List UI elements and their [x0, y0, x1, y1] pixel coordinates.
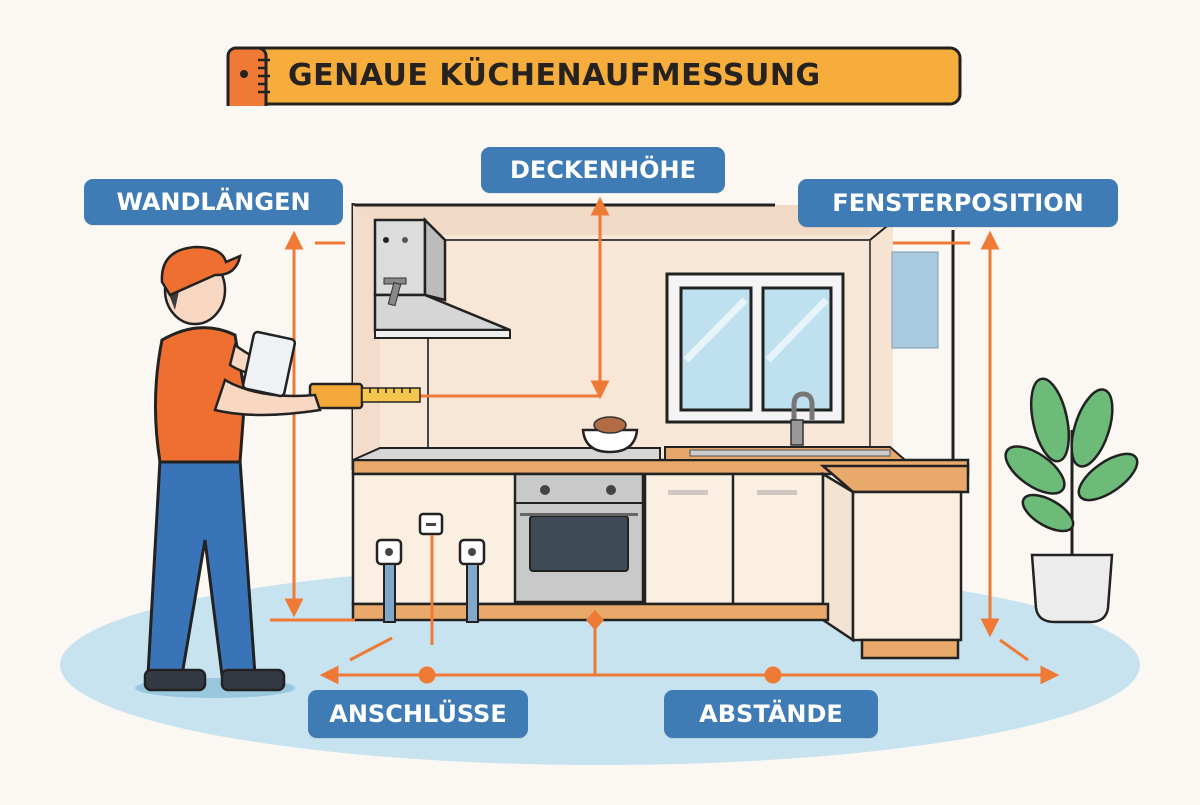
page-title: GENAUE KÜCHENAUFMESSUNG	[288, 58, 821, 93]
label-distances: ABSTÄNDE	[664, 690, 878, 738]
utility-connections	[375, 512, 486, 623]
label-window-position: FENSTERPOSITION	[798, 179, 1118, 227]
pot	[581, 416, 639, 454]
label-wall-lengths: WANDLÄNGEN	[84, 179, 343, 225]
label-ceiling-height: DECKENHÖHE	[481, 147, 725, 193]
title-banner: GENAUE KÜCHENAUFMESSUNG	[226, 46, 962, 106]
kitchen-window	[665, 251, 939, 424]
tape-measure-banner-icon	[226, 46, 962, 106]
faucet	[790, 391, 815, 446]
tape-measure	[308, 382, 421, 410]
oven	[513, 472, 645, 604]
worker	[135, 245, 322, 698]
range-hood	[373, 216, 511, 339]
label-connections: ANSCHLÜSSE	[308, 690, 528, 738]
measurement-lines	[270, 196, 1060, 685]
potted-plant	[1004, 377, 1139, 624]
